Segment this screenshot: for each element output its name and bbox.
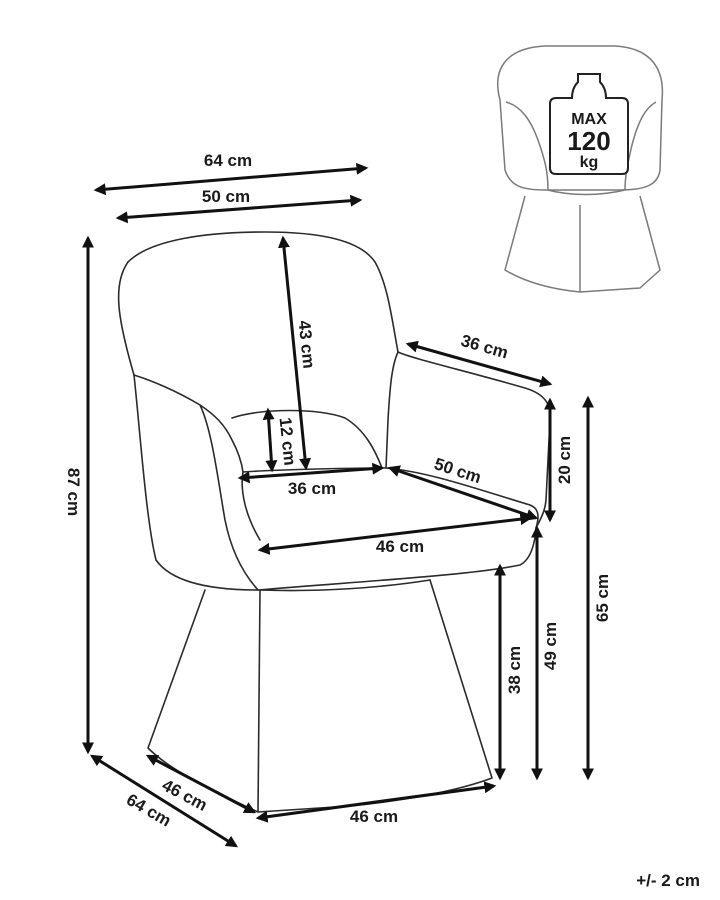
dim-line-top-width <box>93 162 369 196</box>
dim-label-top-width: 64 cm <box>204 151 252 170</box>
dim-label-backrest-height: 43 cm <box>295 319 319 369</box>
dim-line-seat-front-width <box>257 513 533 555</box>
dim-line-seat-width-top <box>115 194 363 224</box>
dim-line-back-inner-width <box>237 462 385 484</box>
tolerance-note: +/- 2 cm <box>636 871 700 890</box>
dim-label-total-height: 87 cm <box>64 468 83 516</box>
dim-label-seat-front-width: 46 cm <box>376 537 424 556</box>
thumbnail-chair <box>497 45 664 293</box>
dim-label-base-height: 38 cm <box>505 646 524 694</box>
dim-label-back-inner-width: 36 cm <box>288 479 336 498</box>
max-weight-badge: MAX 120 kg <box>549 73 629 175</box>
dim-label-base-width: 46 cm <box>350 807 398 826</box>
dim-line-base-width <box>255 781 497 823</box>
max-weight-label: MAX <box>571 111 607 128</box>
dim-line-armrest-depth <box>405 340 553 388</box>
dim-label-seat-height: 49 cm <box>541 622 560 670</box>
max-weight-unit: kg <box>580 154 599 171</box>
dim-line-cushion-height <box>262 407 278 473</box>
dim-label-armrest-depth: 36 cm <box>459 331 511 363</box>
dim-label-seat-width-top: 50 cm <box>202 187 250 206</box>
dim-line-backrest-height <box>277 235 312 471</box>
max-weight-value: 120 <box>567 126 610 156</box>
dim-line-total-depth <box>89 754 239 848</box>
dim-label-arm-height-total: 65 cm <box>593 574 612 622</box>
dim-label-cushion-height: 12 cm <box>276 416 300 466</box>
dim-line-seat-depth <box>387 465 539 521</box>
dim-label-armrest-height: 20 cm <box>555 436 574 484</box>
